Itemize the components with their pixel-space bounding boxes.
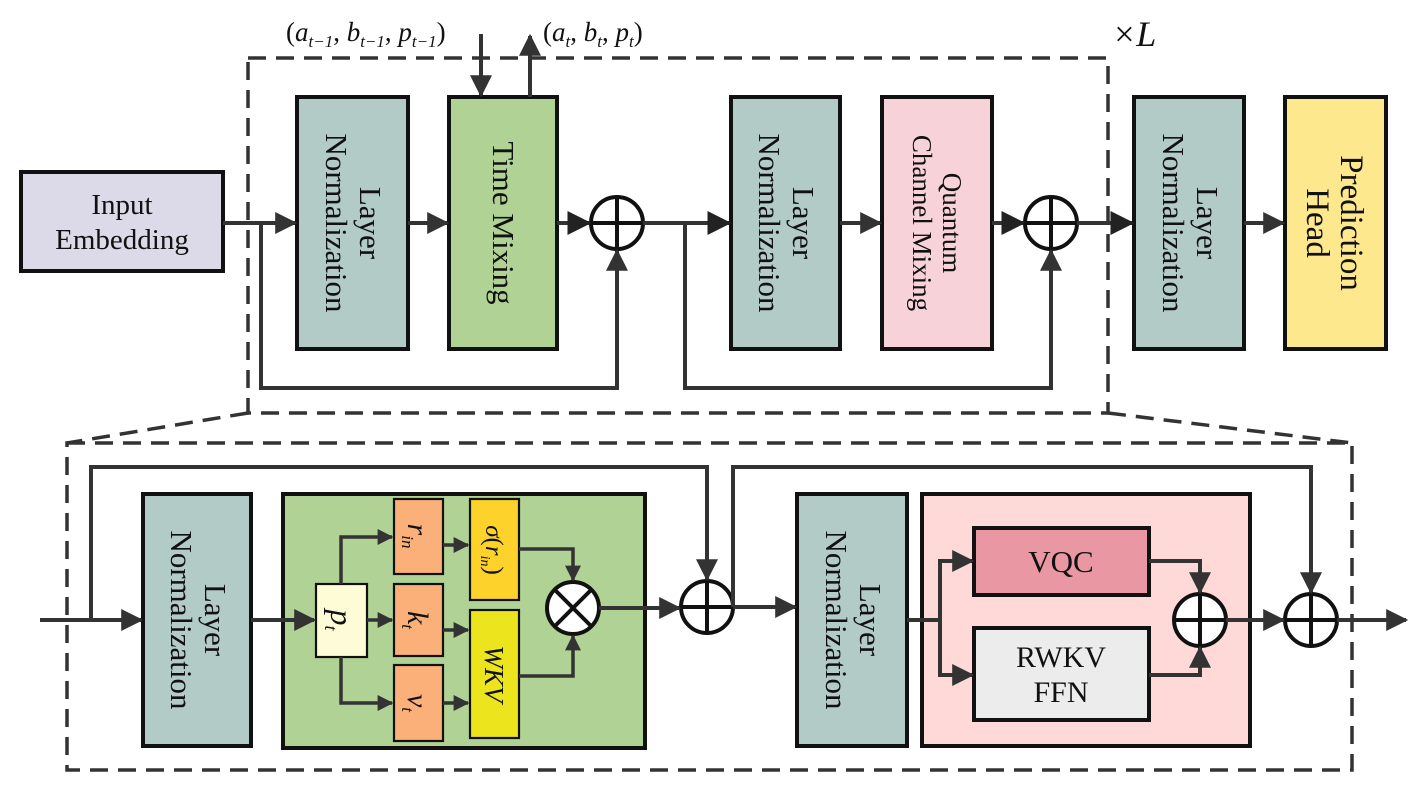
p-box [314, 582, 369, 659]
quantum-channel-mixing-label-2: Channel Mixing [907, 135, 937, 311]
layer-norm-label-1b: Normalization [319, 133, 354, 313]
wire-wkv-to-mult [519, 634, 581, 678]
layer-norm-label-3: Layer [1190, 187, 1225, 260]
state-in-label: (at−1, bt−1, pt−1) [286, 17, 446, 51]
sum-node-2 [1023, 195, 1079, 251]
detail-to-vqc [938, 550, 975, 620]
wkv-label: WKV [479, 646, 509, 707]
detail-layer-norm-label-2b: Normalization [819, 530, 854, 710]
detail-layer-norm-box-1 [141, 492, 253, 748]
input-embedding-box [19, 170, 225, 273]
input-embedding-label-2: Embedding [55, 224, 189, 256]
top-block: ×L Input Embedding Layer Normalization T… [19, 14, 1388, 415]
detail-sum-node-3 [1283, 592, 1339, 648]
sum-node-1 [589, 195, 645, 251]
zoom-line-left [66, 411, 249, 445]
residual-1 [259, 223, 628, 390]
layer-norm-box-2 [729, 95, 842, 351]
repeat-block-region [246, 56, 1110, 415]
p-label: pt [321, 607, 360, 631]
rwkv-ffn-label-2: FFN [1033, 676, 1088, 709]
rwkv-ffn-label: RWKV [1016, 641, 1106, 674]
detail-vqc-to-sum2 [1149, 559, 1211, 595]
detail-residual-2 [731, 465, 1322, 607]
state-out-label: (at, bt, pt) [543, 17, 643, 51]
residual-2 [683, 223, 1062, 390]
prediction-head-box [1283, 95, 1388, 351]
multiply-node [545, 580, 601, 636]
bottom-detail: Layer Normalization pt rin kt vt σ(rin) [40, 441, 1409, 772]
wire-p-to-r [339, 529, 394, 584]
detail-region [65, 441, 1354, 772]
detail-residual-1 [89, 465, 718, 620]
input-embedding-label: Input [91, 189, 152, 221]
detail-to-rwkv [938, 620, 975, 686]
wkv-box [468, 608, 521, 740]
quantum-channel-mixing-label: Quantum [937, 173, 967, 274]
rwkv-ffn-box [972, 626, 1151, 722]
detail-rwkv-to-sum2 [1149, 645, 1211, 677]
time-mixing-label: Time Mixing [486, 141, 521, 304]
detail-layer-norm-label-1b: Normalization [164, 530, 199, 710]
layer-norm-label-3b: Normalization [1156, 133, 1191, 313]
detail-sum-node-2 [1172, 592, 1228, 648]
vqc-label: VQC [1028, 544, 1093, 579]
r-box [392, 497, 445, 576]
detail-layer-norm-label-2: Layer [853, 584, 888, 657]
prediction-head-label-2: Head [1299, 188, 1335, 258]
detail-sum-node-1 [679, 579, 735, 635]
detail-layer-norm-label-1: Layer [198, 584, 233, 657]
v-label: vt [398, 694, 434, 713]
wire-p-to-v [339, 657, 394, 711]
sigma-box [468, 497, 521, 602]
r-label: rin [398, 524, 434, 549]
layer-norm-label-1: Layer [353, 187, 388, 260]
k-label: kt [398, 611, 434, 630]
zoom-line-right [1107, 411, 1353, 445]
wire-sigma-to-mult [519, 547, 581, 582]
k-box [392, 582, 445, 658]
prediction-head-label: Prediction [1333, 155, 1369, 291]
time-mixing-box [447, 95, 559, 351]
layer-norm-label-2: Layer [786, 187, 821, 260]
layer-norm-label-2b: Normalization [752, 133, 787, 313]
v-box [392, 663, 445, 743]
sigma-label: σ(rin) [477, 525, 507, 575]
detail-layer-norm-box-2 [795, 492, 909, 748]
repeat-label: ×L [1112, 14, 1156, 54]
